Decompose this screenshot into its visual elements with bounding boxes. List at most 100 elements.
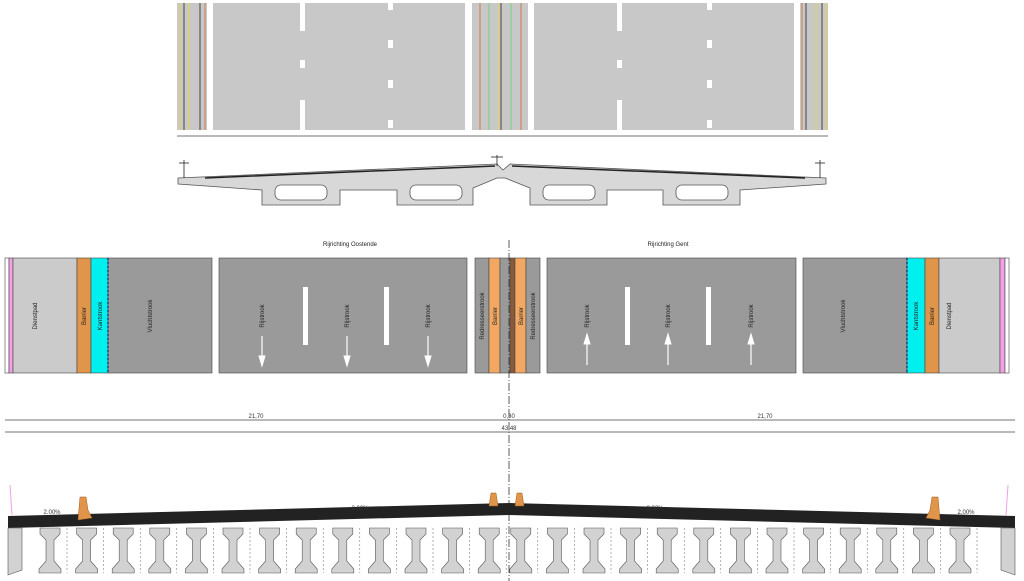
deck-slab xyxy=(8,503,1015,528)
slope-label: 2.00% xyxy=(351,506,369,512)
lane-marking xyxy=(707,40,712,48)
precast-girder xyxy=(38,527,62,574)
lane-label: Rijstrook xyxy=(749,303,755,327)
lane-label: Rijstrook xyxy=(260,303,266,327)
lane-marking xyxy=(300,100,305,108)
lane-marking xyxy=(707,3,712,10)
precast-girder xyxy=(729,527,752,574)
lane-marking xyxy=(300,60,305,68)
lane-marking xyxy=(300,105,305,130)
precast-girder xyxy=(948,527,972,574)
lane-marking xyxy=(617,60,622,68)
precast-girder xyxy=(912,527,935,574)
lane-marking xyxy=(388,120,393,128)
barrier-left-label: Barrier xyxy=(82,307,88,325)
precast-girder xyxy=(404,527,428,574)
left-carriageway xyxy=(213,3,465,130)
arrow-down-icon xyxy=(343,355,351,368)
traffic-lanes-left xyxy=(218,257,468,374)
lane-marking xyxy=(300,3,305,31)
right-carriageway xyxy=(534,3,794,130)
edge-strip-left-label: Kantstrook xyxy=(98,301,104,331)
precast-girder xyxy=(765,527,789,574)
lane-marking xyxy=(388,40,393,48)
traffic-lanes-right xyxy=(546,257,797,374)
footpath-left xyxy=(12,257,78,374)
left-width-dimension: 21,70 xyxy=(248,414,264,420)
existing-cross-section xyxy=(177,155,827,206)
median-barrier-left xyxy=(488,492,499,507)
median-barrier-right-label: Barrier xyxy=(519,307,525,325)
emergency-lane-left xyxy=(107,257,213,374)
emergency-lane-right xyxy=(802,257,908,374)
arrow-up-icon xyxy=(747,332,755,345)
new-cross-section: 2.00% 2.00% 2.00% 2.00% xyxy=(7,484,1016,576)
emergency-lane-right-label: Vluchtstrook xyxy=(841,298,847,332)
emergency-lane-left-label: Vluchtstrook xyxy=(148,298,154,332)
median-barrier-right xyxy=(514,492,525,507)
lane-marking xyxy=(388,3,393,10)
edge-beam-left xyxy=(7,527,23,576)
lane-marking xyxy=(617,105,622,130)
edge-beam-right xyxy=(1000,527,1016,576)
total-width-dimension: 43,48 xyxy=(501,426,517,432)
right-edge-strip xyxy=(800,3,828,130)
right-width-dimension: 21,70 xyxy=(757,414,773,420)
slope-label: 2.00% xyxy=(43,510,61,516)
precast-girder xyxy=(655,527,679,574)
precast-girder xyxy=(185,527,208,574)
barrier-left xyxy=(77,496,93,521)
recovery-strip-left-label: Redresseerstrook xyxy=(480,291,486,339)
precast-girder xyxy=(294,527,318,574)
barrier-right-label: Barrier xyxy=(930,307,936,325)
lane-label: Rijstrook xyxy=(426,303,432,327)
lane-marking xyxy=(707,80,712,88)
arrow-up-icon xyxy=(664,332,672,345)
lane-label: Rijstrook xyxy=(585,303,591,327)
existing-plan-view xyxy=(177,3,828,137)
precast-girder xyxy=(802,527,825,574)
precast-girder xyxy=(258,527,281,574)
slope-label: 2.00% xyxy=(957,510,975,516)
median-barrier-left-label: Barrier xyxy=(493,307,499,325)
arrow-down-icon xyxy=(424,355,432,368)
precast-girder xyxy=(692,527,716,574)
precast-girder xyxy=(441,527,464,574)
new-plan-view: Rijrichting Oostende Rijrichting Gent xyxy=(4,240,1010,581)
precast-girder xyxy=(582,527,606,574)
lighting-pole-icon xyxy=(179,155,825,178)
lane-label: Rijstrook xyxy=(345,303,351,327)
direction-oostende-label: Rijrichting Oostende xyxy=(323,242,378,248)
recovery-strip-right xyxy=(525,257,541,374)
footpath-right xyxy=(938,257,1001,374)
precast-girder xyxy=(368,527,391,574)
precast-girder xyxy=(148,527,172,574)
precast-girder xyxy=(838,527,862,574)
precast-girder xyxy=(546,527,569,574)
lane-marking xyxy=(617,3,622,31)
precast-girder xyxy=(509,527,533,574)
footpath-right-label: Dienstpad xyxy=(947,302,953,329)
precast-girder xyxy=(75,527,98,574)
slope-label: 2.00% xyxy=(646,506,664,512)
median xyxy=(472,3,528,130)
lane-label: Rijstrook xyxy=(666,303,672,327)
barrier-right xyxy=(925,496,941,521)
precast-girder xyxy=(875,527,899,574)
precast-girder xyxy=(477,527,501,574)
lane-marking xyxy=(617,100,622,108)
edge-strip-right-label: Kantstrook xyxy=(914,301,920,331)
arrow-down-icon xyxy=(258,355,266,368)
arrow-up-icon xyxy=(583,332,591,345)
left-edge-strip xyxy=(177,3,207,130)
precast-girder xyxy=(619,527,642,574)
precast-girder xyxy=(111,527,135,574)
lane-marking xyxy=(707,120,712,128)
recovery-strip-right-label: Redresseerstrook xyxy=(531,291,537,339)
dimension-lines xyxy=(5,419,1015,433)
median-dimension: 0,30 xyxy=(503,414,515,420)
precast-girder xyxy=(331,527,355,574)
precast-girder xyxy=(221,527,245,574)
footpath-left-label: Dienstpad xyxy=(33,302,39,329)
